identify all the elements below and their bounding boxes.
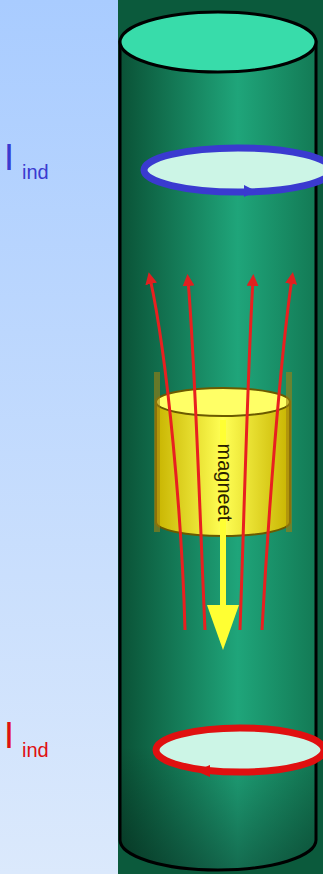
current-symbol: I bbox=[4, 140, 14, 176]
part-name: magneet bbox=[214, 443, 237, 521]
motion-arrow bbox=[207, 420, 239, 650]
induced-current-ring-bottom bbox=[156, 728, 323, 777]
current-symbol: I bbox=[4, 718, 14, 754]
current-subscript: ind bbox=[22, 162, 49, 182]
magnetic-field-lines bbox=[150, 278, 292, 630]
tube-backdrop bbox=[118, 0, 323, 874]
current-subscript: ind bbox=[22, 740, 49, 760]
magnet-label: magneet bbox=[156, 392, 290, 532]
induced-current-ring-top bbox=[144, 148, 323, 197]
